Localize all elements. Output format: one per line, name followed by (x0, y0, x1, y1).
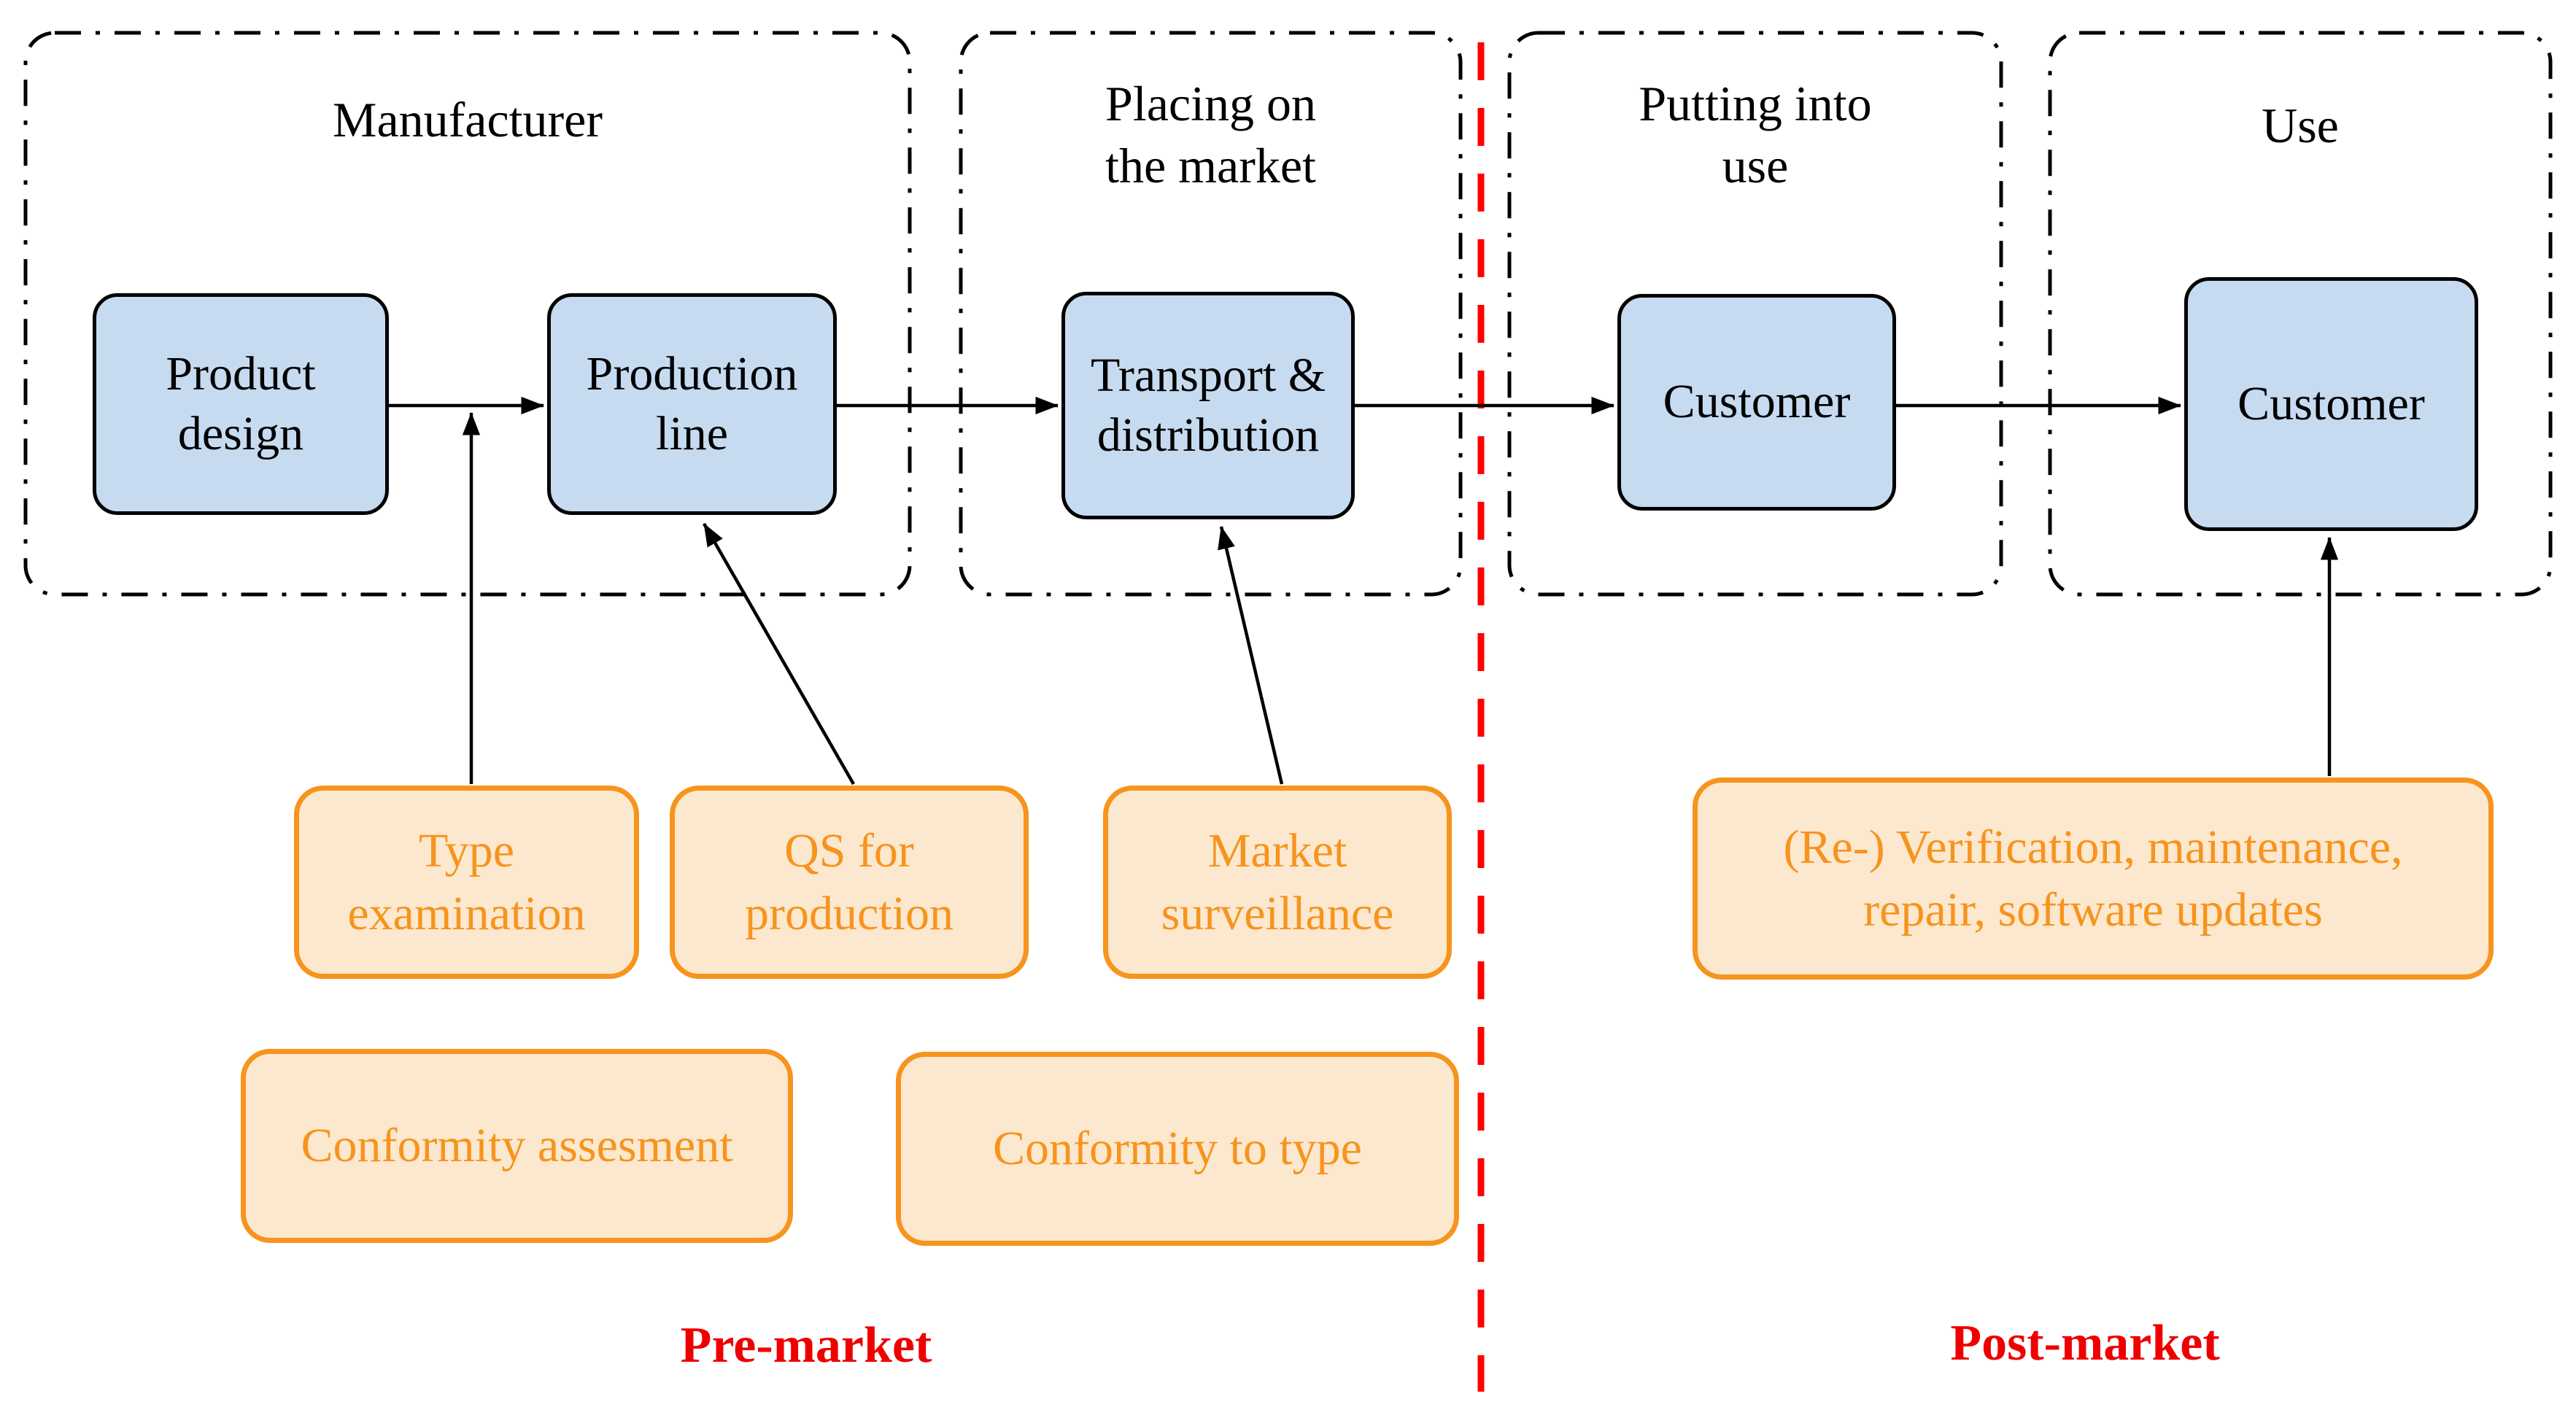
activity-box-conformity-to-type: Conformity to type (896, 1052, 1459, 1246)
stage-frame-placing-on-market (959, 31, 1463, 597)
arrow-market-surveillance-to-transport (1218, 526, 1284, 785)
activity-box-qs-for-production: QS for production (670, 786, 1029, 979)
activity-box-conformity-assesment: Conformity assesment (241, 1049, 793, 1243)
arrow-qs-production-to-production-line (703, 522, 855, 786)
activity-box-type-examination: Type examination (294, 786, 639, 979)
process-box-customer-use: Customer (2184, 277, 2478, 531)
stage-title-use: Use (2262, 98, 2339, 153)
stage-frame-putting-into-use (1507, 31, 2003, 597)
post-market-label: Post-market (1950, 1315, 2220, 1371)
stage-title-manufacturer: Manufacturer (332, 92, 603, 147)
process-box-transport-distribution: Transport & distribution (1061, 292, 1355, 519)
pre-market-label: Pre-market (680, 1317, 932, 1373)
process-box-production-line: Production line (547, 293, 837, 515)
stage-frame-use (2048, 31, 2553, 597)
activity-box-market-surveillance: Market surveillance (1103, 786, 1452, 979)
activity-box-verification-maintenance: (Re-) Verification, maintenance, repair,… (1693, 778, 2494, 980)
process-box-product-design: Product design (93, 293, 389, 515)
process-box-customer-putting-into-use: Customer (1617, 294, 1896, 511)
stage-title-putting-into-use: Putting into use (1639, 76, 1872, 193)
stage-title-placing-on-market: Placing on the market (1105, 76, 1316, 193)
